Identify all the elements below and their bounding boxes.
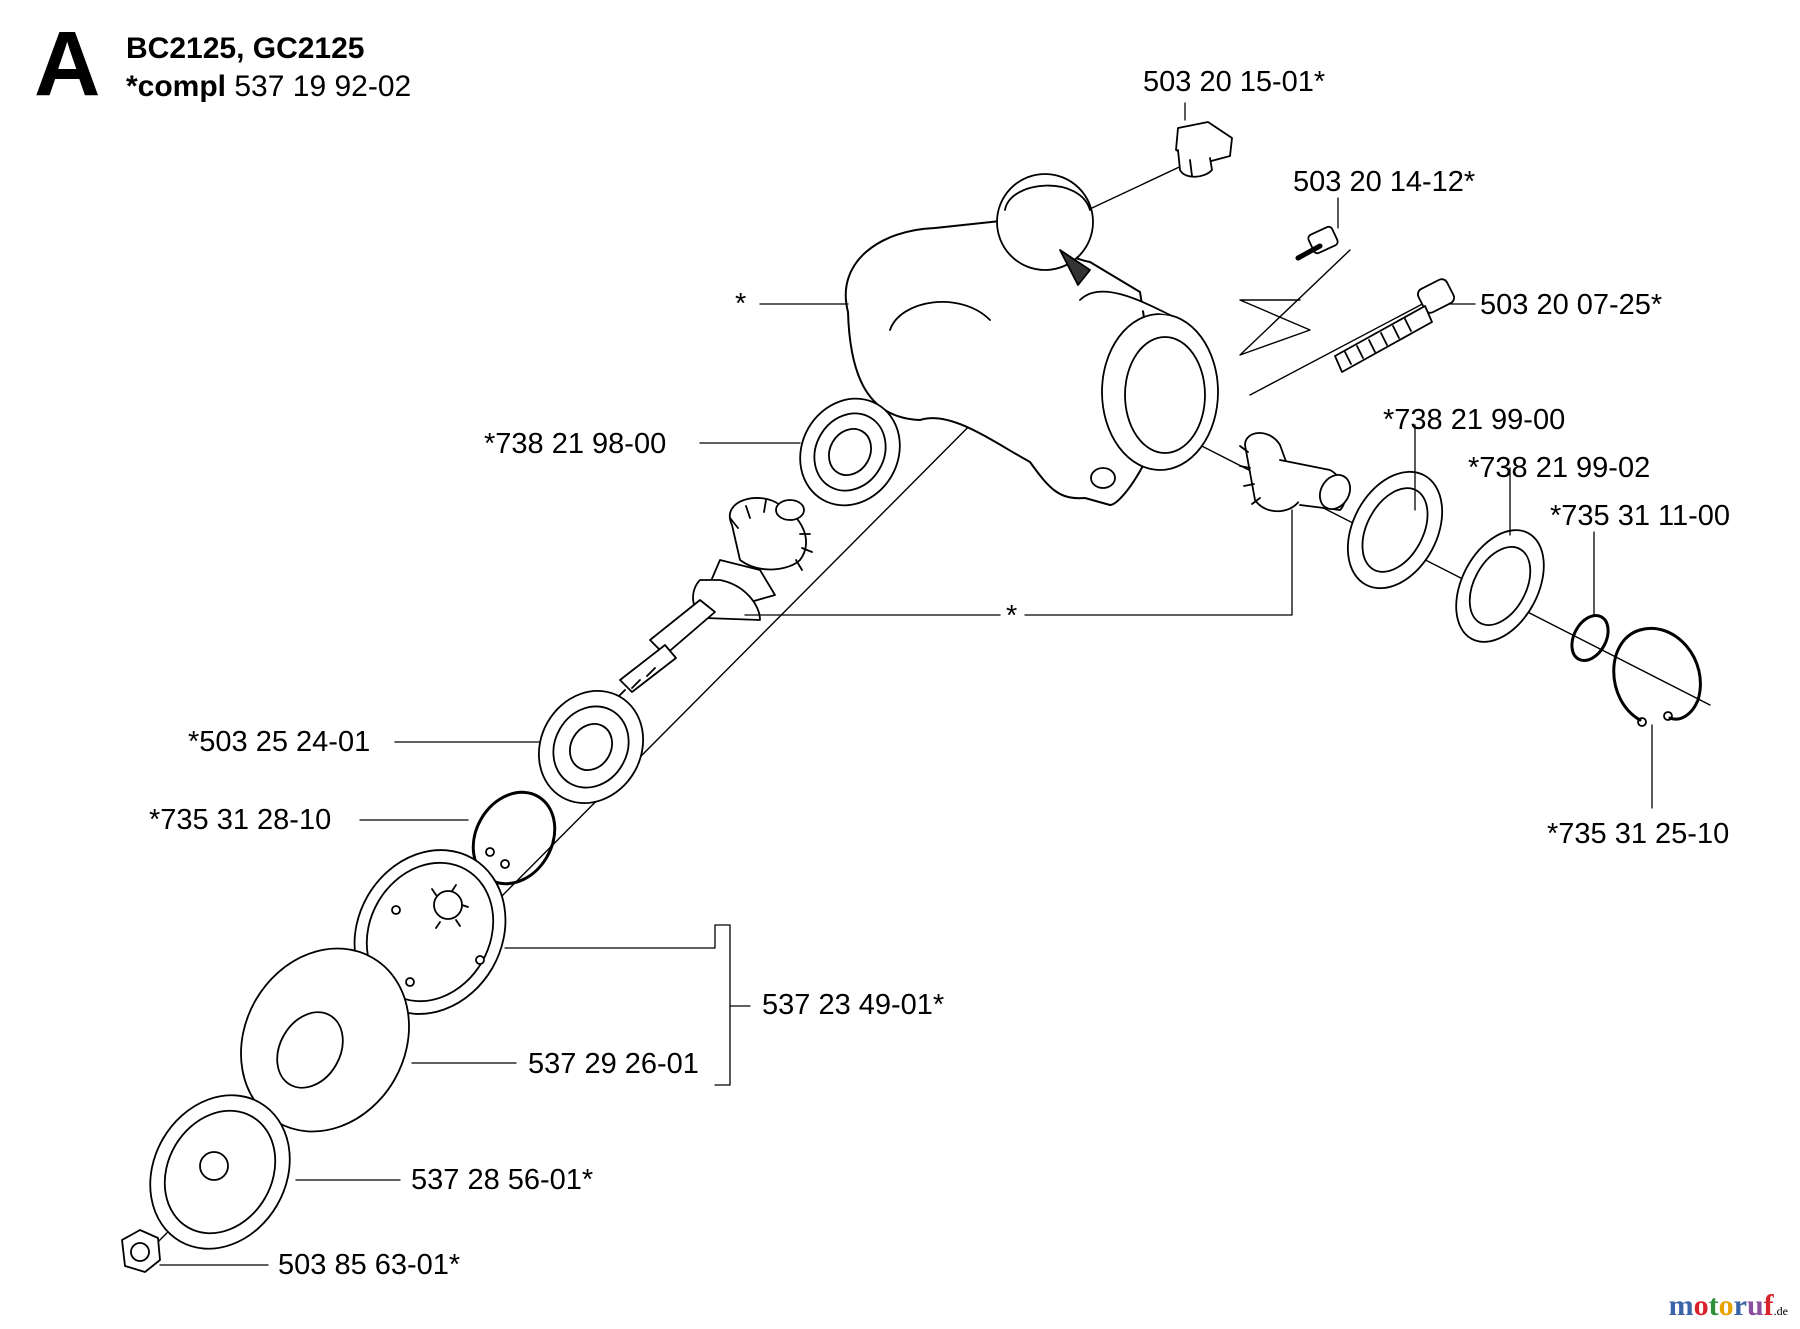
part-label-snap-ring-small: *735 31 11-00 xyxy=(1550,500,1731,532)
bearing-outer-drawing xyxy=(1455,529,1545,643)
screw-long-drawing xyxy=(1334,278,1455,373)
watermark-logo: motoruf.de xyxy=(1669,1289,1788,1323)
part-label-bearing-upper: *738 21 98-00 xyxy=(484,428,667,460)
pinion-drawing xyxy=(1239,432,1351,513)
part-label-flange: 537 29 26-01 xyxy=(528,1048,699,1080)
part-label-bearing-outer: *738 21 99-02 xyxy=(1468,452,1651,484)
model-names: BC2125, GC2125 xyxy=(126,32,365,65)
gear-set-drawing xyxy=(616,497,813,699)
part-label-cap-plug: 503 20 15-01* xyxy=(1143,66,1326,98)
compl-number: 537 19 92-02 xyxy=(234,70,412,103)
watermark-brand: motoruf xyxy=(1668,1289,1774,1322)
axis-line-screw-short xyxy=(1239,249,1351,356)
complete-assembly-number: *compl 537 19 92-02 xyxy=(126,70,411,104)
snap-ring-large-drawing xyxy=(1612,627,1702,727)
axis-line-screw-long xyxy=(1249,299,1431,396)
part-label-bearing-pinion: *738 21 99-00 xyxy=(1383,404,1566,436)
bearing-upper-drawing xyxy=(799,397,901,507)
nut-drawing xyxy=(121,1229,161,1273)
part-label-gear-set: * xyxy=(1006,600,1018,632)
part-label-guard-kit: 537 23 49-01* xyxy=(762,989,945,1021)
compl-prefix: *compl xyxy=(126,70,227,103)
part-label-screw-long: 503 20 07-25* xyxy=(1480,289,1663,321)
section-letter: A xyxy=(34,13,101,115)
support-cup-drawing xyxy=(149,1094,291,1250)
part-label-snap-ring-large: *735 31 25-10 xyxy=(1547,818,1730,850)
flange-drawing xyxy=(240,947,410,1133)
bearing-pinion-drawing xyxy=(1346,470,1444,590)
part-label-screw-short: 503 20 14-12* xyxy=(1293,166,1476,198)
bearing-lower-drawing xyxy=(537,689,645,805)
part-label-support-cup: 537 28 56-01* xyxy=(411,1164,594,1196)
screw-short-drawing xyxy=(1295,225,1339,261)
snap-ring-small-drawing xyxy=(1570,614,1610,662)
axis-line-cap-plug xyxy=(1091,161,1191,209)
part-label-circlip: *735 31 28-10 xyxy=(149,804,332,836)
gear-housing-drawing xyxy=(844,173,1219,506)
watermark-suffix: .de xyxy=(1773,1304,1788,1318)
cap-plug-drawing xyxy=(1175,121,1233,178)
leader-lines xyxy=(159,102,1653,1266)
part-label-gear-housing: * xyxy=(735,288,747,320)
guard-plate-drawing xyxy=(353,849,507,1015)
part-label-bearing-lower: *503 25 24-01 xyxy=(188,726,371,758)
part-label-nut: 503 85 63-01* xyxy=(278,1249,461,1281)
